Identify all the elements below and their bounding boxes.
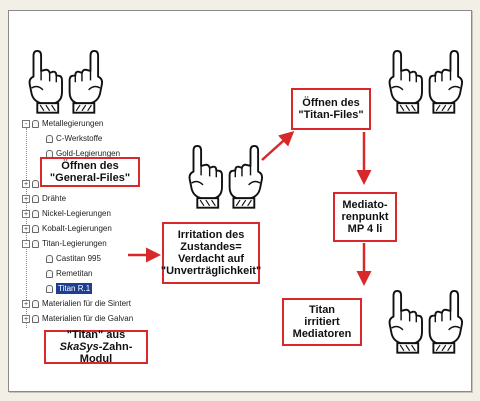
tree-item-label: Drähte [42,194,67,203]
irritation-box: Irritation des Zustandes= Verdacht auf "… [161,222,261,284]
expand-icon[interactable]: + [22,194,30,203]
pointing-hands-icon [28,50,104,114]
open-general-file-box: Öffnen des "General-Files" [40,157,140,187]
folder-icon [32,194,39,203]
tree-item-selected[interactable]: Titan R.1 [36,283,93,294]
caption-product-name: SkaSys [59,341,99,353]
tree-item-label: Titan R.1 [56,283,93,294]
folder-icon [32,179,39,188]
arrow-icon [261,130,295,161]
titan-irritates-box: Titan irritiert Mediatoren [282,298,362,346]
pointing-hands-icon [188,144,264,209]
tree-item[interactable]: - Metallegierungen [22,118,103,129]
mediator-point-box: Mediato- renpunkt MP 4 li [333,192,397,242]
folder-icon [46,284,53,293]
expand-icon[interactable]: + [22,209,30,218]
tree-item[interactable]: + Nickel-Legierungen [22,208,111,219]
collapse-icon[interactable]: - [22,239,30,248]
expand-icon[interactable]: + [22,224,30,233]
tree-item-label: C-Werkstoffe [56,134,103,143]
tree-item[interactable]: + Kobalt-Legierungen [22,223,112,234]
pointing-hands-icon [388,50,464,114]
tree-item[interactable]: C-Werkstoffe [36,133,102,144]
tree-item[interactable]: - Titan-Legierungen [22,238,107,249]
tree-item[interactable]: + Materialien für die Galvan [22,313,133,324]
folder-icon [46,134,53,143]
tree-item-label: Kobalt-Legierungen [42,224,112,233]
tree-item[interactable]: Castitan 995 [36,253,101,264]
tree-item-label: Metallegierungen [42,119,104,128]
tree-item[interactable]: + Materialien für die Sintert [22,298,131,309]
tree-item-label: Castitan 995 [56,254,101,263]
folder-icon [32,224,39,233]
folder-icon [32,119,39,128]
tree-item-label: Materialien für die Galvan [42,314,134,323]
expand-icon[interactable]: + [22,314,30,323]
tree-item[interactable]: Remetitan [36,268,92,279]
folder-icon [46,254,53,263]
tree-item-label: Nickel-Legierungen [42,209,111,218]
folder-icon [32,314,39,323]
tree-item-label: Titan-Legierungen [42,239,107,248]
folder-icon [46,269,53,278]
folder-icon [32,239,39,248]
tree-item-label: Materialien für die Sintert [42,299,131,308]
collapse-icon[interactable]: - [22,119,30,128]
expand-icon[interactable]: + [22,179,30,188]
open-titan-file-box: Öffnen des "Titan-Files" [291,88,371,130]
folder-icon [32,209,39,218]
caption-product-suffix: -Zahn-Modul [79,341,133,365]
pointing-hands-icon [388,290,464,354]
caption-line-1: "Titan" aus [66,329,126,341]
tree-item-label: Remetitan [56,269,93,278]
caption-line-2: SkaSys-Zahn-Modul [46,341,146,365]
tree-item-label: Gold-Legierungen [56,149,121,158]
folder-icon [32,299,39,308]
expand-icon[interactable]: + [22,299,30,308]
tree-item[interactable]: + Drähte [22,193,66,204]
source-caption-box: "Titan" aus SkaSys-Zahn-Modul [44,329,148,365]
